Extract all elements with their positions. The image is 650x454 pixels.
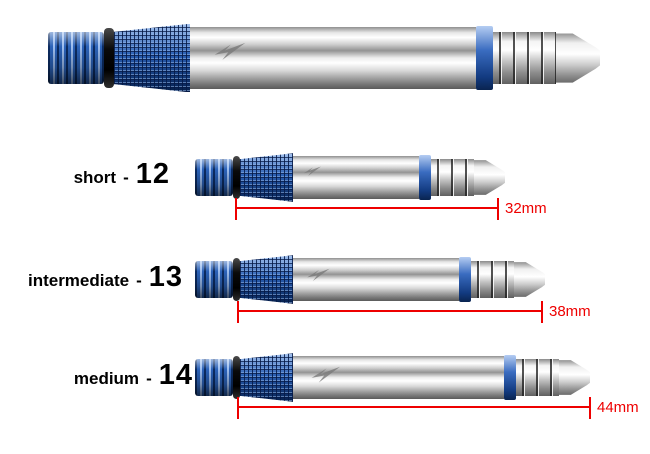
dimension-tick-left bbox=[237, 301, 239, 323]
o-ring bbox=[104, 27, 114, 89]
intermediate-shaft-image bbox=[195, 252, 545, 307]
size-number: 14 bbox=[158, 359, 193, 391]
size-separator: - bbox=[123, 168, 129, 187]
blue-collar-ring bbox=[504, 354, 516, 401]
size-name: intermediate bbox=[27, 271, 130, 290]
short-shaft-image bbox=[195, 150, 505, 205]
lightning-bolt-icon bbox=[214, 42, 246, 60]
dimension-value: 32mm bbox=[505, 200, 547, 217]
dimension-tick-right bbox=[589, 397, 591, 419]
thread-section bbox=[48, 32, 104, 84]
dimension-line bbox=[235, 207, 499, 209]
knurl-grip-section bbox=[240, 353, 293, 402]
size-number: 13 bbox=[148, 261, 183, 293]
o-ring bbox=[233, 356, 240, 399]
size-label-short: short - 12 bbox=[0, 160, 170, 189]
shaft-body bbox=[293, 355, 504, 400]
lightning-bolt-icon bbox=[304, 166, 322, 177]
ribbed-section bbox=[431, 159, 474, 196]
shaft-tip bbox=[556, 33, 600, 83]
shaft-tip bbox=[514, 262, 545, 297]
size-number: 12 bbox=[135, 158, 170, 190]
blue-collar-ring bbox=[459, 256, 471, 303]
shaft-body bbox=[293, 155, 419, 200]
knurl-grip-section bbox=[240, 255, 293, 304]
dimension-tick-left bbox=[235, 198, 237, 220]
medium-shaft-image bbox=[195, 350, 590, 405]
dimension-tick-left bbox=[237, 397, 239, 419]
dimension-medium: 44mm bbox=[237, 397, 639, 419]
dimension-tick-right bbox=[497, 198, 499, 220]
size-label-intermediate: intermediate - 13 bbox=[0, 263, 183, 292]
blue-collar-ring bbox=[419, 154, 431, 201]
thread-section bbox=[195, 359, 233, 396]
ribbed-section bbox=[471, 261, 514, 298]
lightning-bolt-icon bbox=[307, 268, 330, 282]
size-name: medium bbox=[73, 369, 140, 388]
dimension-short: 32mm bbox=[235, 198, 547, 220]
ribbed-section bbox=[493, 32, 556, 84]
ribbed-section bbox=[516, 359, 559, 396]
lightning-bolt-icon bbox=[311, 366, 340, 383]
o-ring bbox=[233, 258, 240, 301]
shaft-body bbox=[293, 257, 459, 302]
knurl-grip-section bbox=[240, 153, 293, 202]
size-separator: - bbox=[146, 369, 152, 388]
dimension-tick-right bbox=[541, 301, 543, 323]
thread-section bbox=[195, 159, 233, 196]
hero-shaft-image bbox=[48, 19, 600, 97]
size-label-medium: medium - 14 bbox=[0, 361, 193, 390]
dimension-intermediate: 38mm bbox=[237, 301, 591, 323]
shaft-body bbox=[190, 27, 476, 89]
dimension-line bbox=[237, 310, 543, 312]
dimension-value: 44mm bbox=[597, 399, 639, 416]
o-ring bbox=[233, 156, 240, 199]
thread-section bbox=[195, 261, 233, 298]
dimension-value: 38mm bbox=[549, 303, 591, 320]
shaft-tip bbox=[559, 360, 590, 395]
size-separator: - bbox=[136, 271, 142, 290]
knurl-grip-section bbox=[114, 23, 190, 93]
dimension-line bbox=[237, 406, 591, 408]
size-name: short bbox=[73, 168, 117, 187]
blue-collar-ring bbox=[476, 26, 493, 90]
shaft-tip bbox=[474, 160, 505, 195]
